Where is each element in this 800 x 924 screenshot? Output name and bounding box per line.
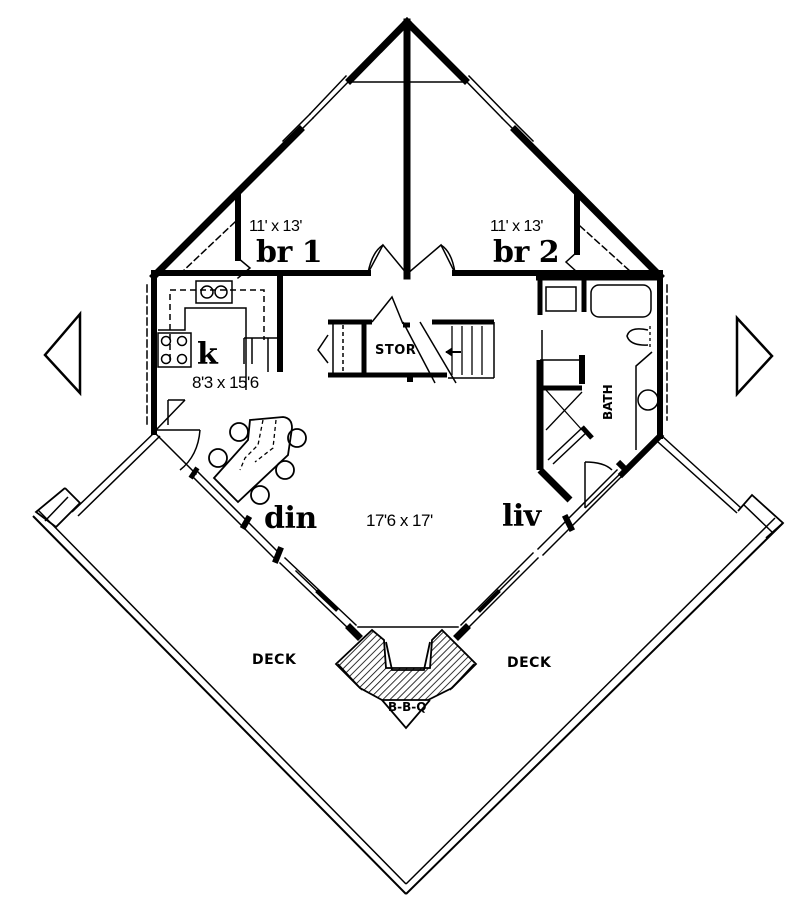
living-dimensions: 17'6 x 17' bbox=[366, 511, 433, 530]
bath-fixtures bbox=[536, 275, 660, 509]
stair-storage-core bbox=[317, 295, 495, 384]
br2-label: br 2 bbox=[493, 235, 560, 270]
kitchen-label: k bbox=[197, 337, 218, 372]
bath-label: BATH bbox=[601, 384, 615, 420]
kitchen-fixtures bbox=[155, 276, 283, 471]
bedroom-doors bbox=[367, 243, 456, 275]
living-label: liv bbox=[502, 499, 541, 534]
dining-table bbox=[208, 416, 307, 505]
house-walls bbox=[146, 17, 668, 641]
dining-label: din bbox=[264, 501, 317, 536]
br2-dimensions: 11' x 13' bbox=[490, 218, 543, 235]
kitchen-dimensions: 8'3 x 15'6 bbox=[192, 373, 259, 392]
deck-right-label: DECK bbox=[507, 655, 552, 671]
br1-label: br 1 bbox=[256, 235, 323, 270]
deck-outline bbox=[32, 431, 785, 895]
br1-dimensions: 11' x 13' bbox=[249, 218, 302, 235]
bbq-label: B-B-Q bbox=[388, 700, 427, 714]
section-arrow-right-icon bbox=[735, 314, 774, 398]
section-arrow-left-icon bbox=[43, 310, 82, 397]
fireplace-bbq bbox=[334, 628, 478, 730]
storage-label: STOR bbox=[375, 343, 417, 358]
deck-left-label: DECK bbox=[252, 652, 297, 668]
